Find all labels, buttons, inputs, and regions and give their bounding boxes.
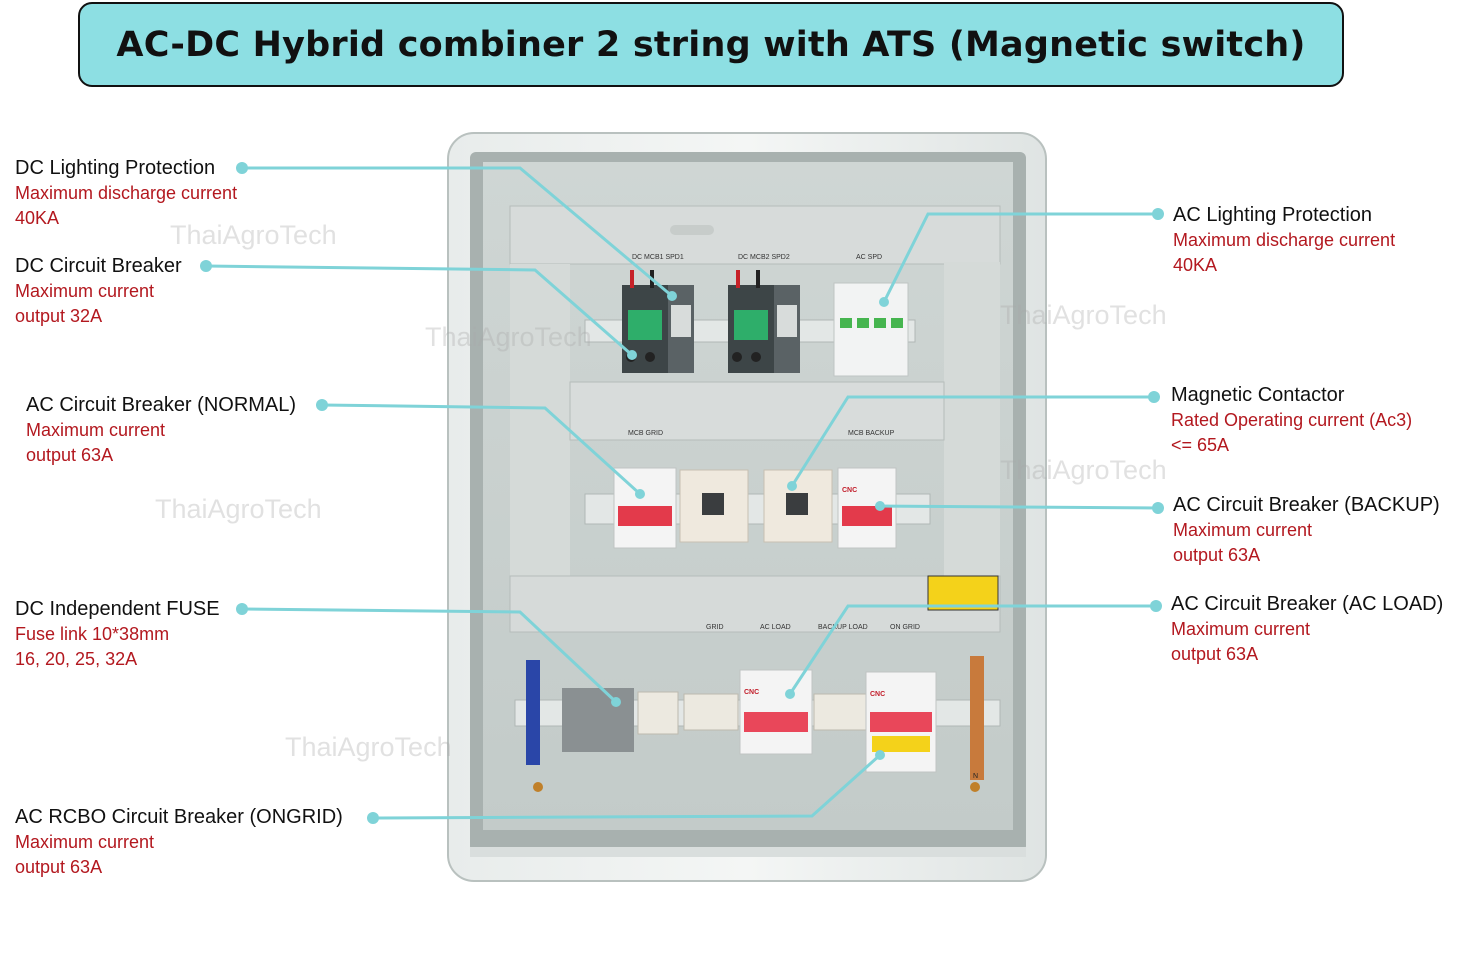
tag-dc-mcb1: DC MCB1 SPD1 xyxy=(632,254,684,261)
callout-name: AC Circuit Breaker (BACKUP) xyxy=(1173,494,1440,516)
wire xyxy=(650,270,654,288)
callout-spec: Rated Operating current (Ac3) xyxy=(1171,410,1413,430)
callout-name: DC Independent FUSE xyxy=(15,598,220,620)
tag-mcb-backup: MCB BACKUP xyxy=(848,430,895,437)
diagram-title: AC-DC Hybrid combiner 2 string with ATS … xyxy=(116,24,1306,65)
logo-plate xyxy=(670,225,714,235)
wire xyxy=(736,270,740,288)
callout-spec: 16, 20, 25, 32A xyxy=(15,649,138,669)
fuse-holders xyxy=(562,688,634,752)
callout-dc-breaker: DC Circuit Breaker Maximum current outpu… xyxy=(15,254,182,329)
ac-breaker-normal xyxy=(613,467,677,549)
left-side-cover xyxy=(510,264,570,576)
tag-cnc-rcbo: CNC xyxy=(870,691,885,698)
callout-spec: Maximum current xyxy=(1173,520,1313,540)
terminal-blocks xyxy=(637,691,679,735)
tag-ac-spd: AC SPD xyxy=(856,254,882,261)
dc-module-group-1 xyxy=(622,285,694,373)
tag-on-grid: ON GRID xyxy=(890,624,920,631)
wire xyxy=(756,270,760,288)
terminal-blocks xyxy=(683,693,739,731)
earth-screw xyxy=(970,782,980,792)
callout-spec: Maximum current xyxy=(1171,619,1311,639)
callout-spec: <= 65A xyxy=(1171,435,1230,455)
ac-spd-module xyxy=(833,282,909,377)
tag-ac-load: AC LOAD xyxy=(760,624,791,631)
callout-spec: Maximum current xyxy=(26,420,166,440)
callout-ac-breaker-backup: AC Circuit Breaker (BACKUP) Maximum curr… xyxy=(1173,493,1440,568)
callout-spec: output 63A xyxy=(1173,545,1261,565)
callout-spec: output 63A xyxy=(26,445,114,465)
callout-spec: Fuse link 10*38mm xyxy=(15,624,170,644)
ac-breaker-load xyxy=(739,669,813,755)
callout-spec: 40KA xyxy=(1173,255,1218,275)
callout-spec: output 63A xyxy=(15,857,103,877)
wire xyxy=(630,270,634,288)
callout-ac-lightning: AC Lighting Protection Maximum discharge… xyxy=(1173,203,1395,278)
callout-spec: Maximum current xyxy=(15,281,155,301)
callout-name: Magnetic Contactor xyxy=(1171,384,1345,406)
neutral-bar-right xyxy=(970,656,984,780)
callout-dc-lightning: DC Lighting Protection Maximum discharge… xyxy=(15,156,237,231)
lower-cover xyxy=(509,575,1001,633)
callout-spec: output 32A xyxy=(15,306,103,326)
tag-dc-mcb2: DC MCB2 SPD2 xyxy=(738,254,790,261)
warning-label xyxy=(927,575,999,611)
callout-ac-breaker-normal: AC Circuit Breaker (NORMAL) Maximum curr… xyxy=(26,393,296,468)
callout-spec: Maximum discharge current xyxy=(1173,230,1396,250)
callout-spec: Maximum current xyxy=(15,832,155,852)
callout-name: DC Circuit Breaker xyxy=(15,255,182,277)
earth-bar-left xyxy=(526,660,540,765)
contactor-2 xyxy=(763,469,833,543)
callout-spec: 40KA xyxy=(15,208,60,228)
terminal-blocks xyxy=(813,693,867,731)
callout-name: DC Lighting Protection xyxy=(15,157,216,179)
callout-ac-breaker-load: AC Circuit Breaker (AC LOAD) Maximum cur… xyxy=(1171,592,1443,667)
tag-cnc-backup: CNC xyxy=(842,487,857,494)
callout-name: AC Lighting Protection xyxy=(1173,204,1373,226)
tag-mcb-grid: MCB GRID xyxy=(628,430,663,437)
callout-dc-fuse: DC Independent FUSE Fuse link 10*38mm 16… xyxy=(15,597,220,672)
cabinet-bottom-lip xyxy=(470,847,1026,857)
callout-spec: output 63A xyxy=(1171,644,1259,664)
tag-grid: GRID xyxy=(706,624,724,631)
ac-breaker-backup xyxy=(837,467,897,549)
callout-ac-rcbo: AC RCBO Circuit Breaker (ONGRID) Maximum… xyxy=(15,805,343,880)
tag-backup-load: BACKUP LOAD xyxy=(818,624,868,631)
tag-n: N xyxy=(973,773,978,780)
contactor-1 xyxy=(679,469,749,543)
tag-cnc-load: CNC xyxy=(744,689,759,696)
callout-magnetic-contactor: Magnetic Contactor Rated Operating curre… xyxy=(1171,383,1412,458)
title-banner: AC-DC Hybrid combiner 2 string with ATS … xyxy=(78,2,1344,87)
callout-name: AC Circuit Breaker (NORMAL) xyxy=(26,394,297,416)
earth-screw xyxy=(533,782,543,792)
dc-module-group-2 xyxy=(728,285,800,373)
right-side-cover xyxy=(944,262,1000,576)
ac-rcbo-ongrid xyxy=(865,671,937,773)
callout-name: AC Circuit Breaker (AC LOAD) xyxy=(1171,593,1444,615)
callout-name: AC RCBO Circuit Breaker (ONGRID) xyxy=(15,806,343,828)
callout-spec: Maximum discharge current xyxy=(15,183,238,203)
